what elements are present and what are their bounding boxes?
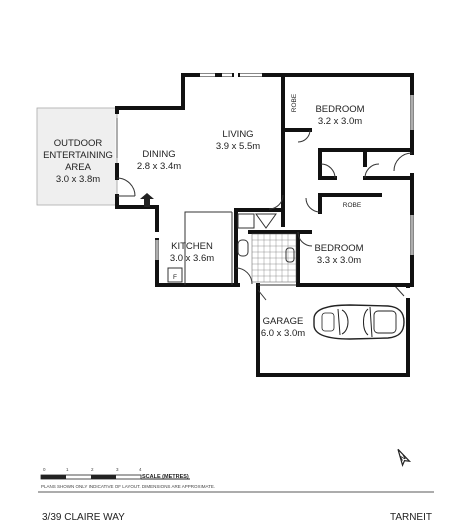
- scale-tick-0: 0: [43, 467, 46, 472]
- dining-size: 2.8 x 3.4m: [137, 161, 181, 172]
- garage-label: GARAGE: [263, 316, 304, 327]
- interior-walls: [234, 73, 414, 287]
- scale-tick-1: 1: [66, 467, 69, 472]
- kitchen-label: KITCHEN: [171, 241, 213, 252]
- car-icon: [313, 304, 405, 340]
- bathroom-tiles: [237, 213, 297, 283]
- kitchen-fittings: [167, 211, 233, 285]
- garage-size: 6.0 x 3.0m: [261, 328, 305, 339]
- bedroom1-label: BEDROOM: [315, 104, 364, 115]
- door-swings: [116, 129, 413, 285]
- scale-tick-4: 4: [139, 467, 142, 472]
- outdoor-area: [36, 107, 118, 206]
- dining-label: DINING: [142, 149, 175, 160]
- outdoor-label-line1: OUTDOOR: [54, 138, 103, 149]
- scale-bar: 0 1 2 3 4 5 SCALE (METRES) PLANS SHOWN O…: [40, 467, 215, 489]
- entry-arrow-icon: [140, 193, 154, 207]
- scale-disclaimer: PLANS SHOWN ONLY INDICATIVE OF LAYOUT. D…: [41, 484, 215, 489]
- footer-address: 3/39 CLAIRE WAY: [42, 512, 125, 523]
- scale-tick-2: 2: [91, 467, 94, 472]
- bedroom2-size: 3.3 x 3.0m: [317, 255, 361, 266]
- scale-tick-3: 3: [116, 467, 119, 472]
- outdoor-label-line3: AREA: [65, 162, 92, 173]
- scale-label: SCALE (METRES): [142, 474, 189, 480]
- bedroom2-label: BEDROOM: [314, 243, 363, 254]
- robe1-label: ROBE: [291, 93, 298, 112]
- bedroom1-size: 3.2 x 3.0m: [318, 116, 362, 127]
- living-label: LIVING: [222, 129, 253, 140]
- room-labels: OUTDOOR ENTERTAINING AREA 3.0 x 3.8m DIN…: [43, 93, 365, 339]
- outdoor-size: 3.0 x 3.8m: [56, 174, 100, 185]
- footer-suburb: TARNEIT: [390, 512, 432, 523]
- svg-text:N: N: [399, 454, 407, 463]
- outdoor-label-line2: ENTERTAINING: [43, 150, 113, 161]
- living-size: 3.9 x 5.5m: [216, 141, 260, 152]
- robe2-label: ROBE: [343, 202, 362, 209]
- fridge-label: F: [173, 274, 177, 281]
- kitchen-size: 3.0 x 3.6m: [170, 253, 214, 264]
- north-arrow-icon: N: [397, 448, 412, 467]
